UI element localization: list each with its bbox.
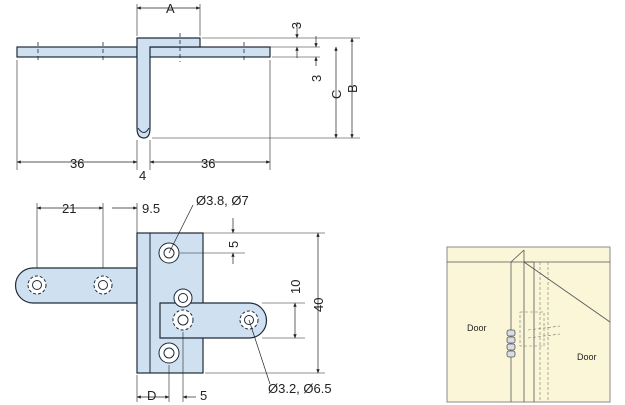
dim-3-top-label: 3 — [289, 22, 304, 29]
dim-3-mid-label: 3 — [309, 75, 324, 82]
top-left-leaf — [16, 46, 138, 58]
dim-10-label: 10 — [288, 280, 303, 294]
top-l-body — [136, 37, 201, 139]
dim-5-right-label: 5 — [226, 241, 241, 248]
hole-small-label: Ø3.2, Ø6.5 — [268, 381, 332, 396]
installation-illustration: Door Door — [446, 246, 611, 403]
dim-40-label: 40 — [311, 298, 326, 312]
dim-5-bottom-label: 5 — [200, 388, 207, 403]
dim-21-label: 21 — [62, 201, 76, 216]
top-view: A 3 3 C B 36 36 4 — [16, 1, 360, 183]
dim-d-label: D — [147, 388, 156, 403]
door-right-label: Door — [577, 352, 597, 362]
dim-36-right-label: 36 — [201, 156, 215, 171]
front-view: 21 9.5 Ø3.8, Ø7 5 10 40 Ø3.2, Ø6.5 D 5 — [14, 193, 332, 403]
dim-9-5-label: 9.5 — [142, 201, 160, 216]
dim-c-label: C — [329, 90, 344, 99]
hole-large-label: Ø3.8, Ø7 — [196, 193, 249, 208]
dim-36-left-label: 36 — [70, 156, 84, 171]
dim-b-label: B — [345, 84, 360, 93]
door-left-label: Door — [467, 323, 487, 333]
dim-a-label: A — [166, 1, 175, 16]
dim-4-label: 4 — [139, 168, 146, 183]
top-right-leaf — [146, 46, 271, 58]
